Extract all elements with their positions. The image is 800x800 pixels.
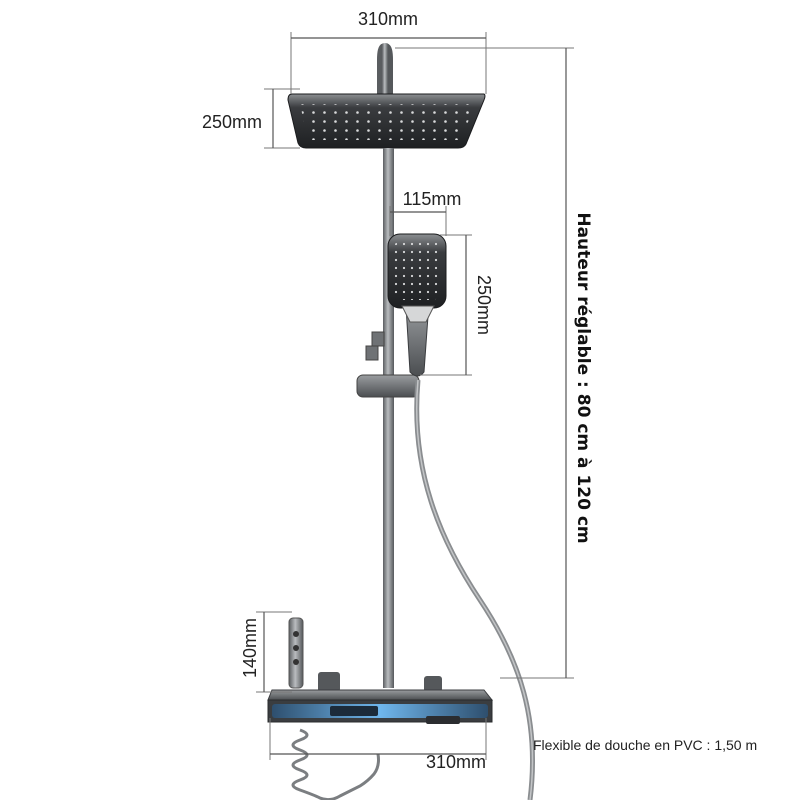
hand-shower-assembly	[356, 233, 447, 398]
spout-height-label: 140mm	[240, 618, 260, 678]
dimension-shelf-width: 310mm	[269, 718, 487, 772]
shelf-top	[267, 689, 494, 701]
led-strip	[272, 704, 488, 718]
dimension-head-width: 310mm	[290, 9, 487, 94]
shower-hose	[414, 379, 535, 800]
slider-bracket	[356, 374, 420, 398]
slide-bar	[383, 148, 394, 688]
hand-width-label: 115mm	[403, 189, 462, 209]
shelf-width-label: 310mm	[426, 752, 486, 772]
holder-knob	[365, 331, 385, 361]
dimension-adjustable-height: Hauteur réglable : 80 cm à 120 cm	[395, 47, 593, 679]
dimension-hand-width: 115mm	[389, 189, 462, 236]
right-valve-knob	[424, 676, 442, 692]
left-valve-knob	[318, 672, 340, 692]
overhead-shower	[287, 42, 486, 175]
thermostatic-shelf	[267, 672, 494, 724]
hand-length-label: 250mm	[474, 275, 494, 335]
spiral-hose	[291, 728, 380, 800]
tub-spout	[288, 617, 304, 689]
dimension-spout-height: 140mm	[240, 611, 292, 693]
dimension-hand-length: 250mm	[420, 234, 494, 376]
head-depth-label: 250mm	[202, 112, 262, 132]
adjustable-height-label: Hauteur réglable : 80 cm à 120 cm	[573, 212, 593, 543]
hose-label: Flexible de douche en PVC : 1,50 m	[533, 737, 757, 753]
riser-arm	[377, 42, 393, 175]
head-width-label: 310mm	[358, 9, 418, 29]
display-panel	[330, 706, 378, 716]
dimension-head-depth: 250mm	[202, 88, 300, 149]
